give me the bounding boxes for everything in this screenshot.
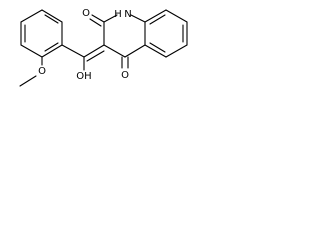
bond [165, 44, 188, 58]
bond [86, 50, 105, 62]
bond [144, 9, 167, 23]
bond [89, 18, 102, 27]
bond [61, 44, 85, 58]
bond [20, 9, 43, 23]
bond [103, 44, 126, 58]
bond [20, 44, 43, 58]
bond [91, 14, 105, 23]
atom-label-methoxy-oxygen: O [38, 66, 46, 77]
bond [124, 44, 146, 58]
bond [130, 14, 146, 23]
bond [165, 9, 188, 23]
atom-label-carbonyl-oxygen-2: O [82, 8, 90, 19]
bonds [19, 9, 188, 87]
bond [149, 14, 166, 25]
atom-label-nh-hydrogen: H [114, 9, 122, 20]
bond [103, 14, 118, 23]
molecule-structure: O OH O H N O [0, 0, 220, 127]
molecule-drawing: O OH O H N O [19, 8, 188, 87]
atom-labels: O OH O H N O [38, 8, 132, 82]
bond [41, 44, 63, 58]
atom-label-nitrogen: N [124, 9, 131, 20]
atom-label-carbonyl-oxygen-4: O [121, 70, 129, 81]
bond [144, 44, 167, 58]
bond [44, 42, 59, 52]
bond [44, 14, 59, 24]
bond [83, 44, 105, 58]
bond [19, 75, 37, 87]
atom-label-hydroxyl: OH [76, 71, 91, 82]
bond [149, 42, 166, 53]
bond [41, 9, 63, 23]
